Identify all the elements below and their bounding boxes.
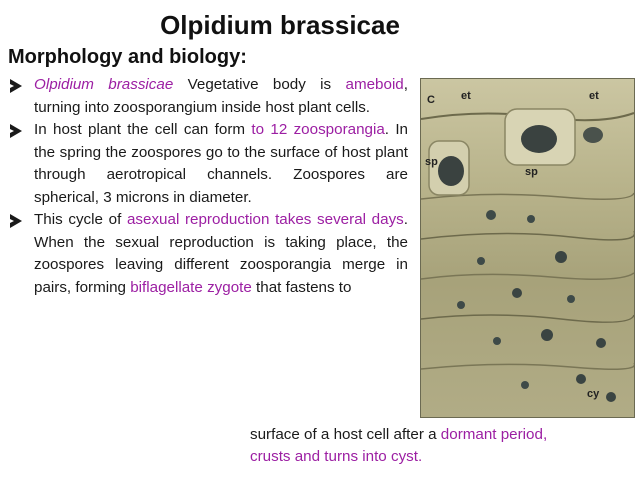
micrograph-label: et xyxy=(589,90,599,102)
slide-title: Olpidium brassicae xyxy=(160,10,400,40)
highlight-text: biflagellate zygote xyxy=(130,278,252,296)
micrograph-label: sp xyxy=(525,166,538,178)
arrow-bullet-icon xyxy=(10,124,22,138)
bullet-text: . In the spring the zoospores go to the … xyxy=(34,121,408,206)
body-text: surface of a host cell after a xyxy=(250,426,441,443)
highlight-text: ameboid xyxy=(345,76,404,93)
bullet-text: This cycle of xyxy=(34,211,127,228)
section-heading: Morphology and biology: xyxy=(8,46,247,68)
panel-label: C xyxy=(427,94,435,106)
bullet-text: Vegetative body is xyxy=(173,76,346,93)
bullet-item-1: Olpidium brassicae Vegetative body is am… xyxy=(8,74,408,119)
bullet-item-3: This cycle of asexual reproduction takes… xyxy=(8,209,408,299)
species-name: Olpidium brassicae xyxy=(34,76,174,93)
micrograph-image: C et et sp sp cy xyxy=(420,78,635,418)
bullet-item-2: In host plant the cell can form to 12 zo… xyxy=(8,119,408,209)
bullet-text: , turning into zoosporangium inside host… xyxy=(34,76,408,116)
continuation-text: surface of a host cell after a dormant p… xyxy=(250,424,590,468)
micrograph-label: sp xyxy=(425,156,438,168)
highlight-text: to 12 zoosporangia xyxy=(251,121,385,138)
arrow-bullet-icon xyxy=(10,214,22,228)
bullet-text: In host plant the cell can form xyxy=(34,121,252,138)
bullet-list: Olpidium brassicae Vegetative body is am… xyxy=(8,74,408,299)
micrograph-label: et xyxy=(461,90,471,102)
highlight-text: asexual reproduction takes several days xyxy=(126,211,404,228)
bullet-text: that fastens to xyxy=(251,278,352,296)
micrograph-label: cy xyxy=(587,388,600,400)
bullet-text: . When the sexual reproduction is taking… xyxy=(34,211,408,296)
micrograph-drawing: C et et sp sp cy xyxy=(421,90,634,402)
arrow-bullet-icon xyxy=(10,79,22,93)
highlight-text: dormant period, crusts and turns into cy… xyxy=(250,426,548,465)
